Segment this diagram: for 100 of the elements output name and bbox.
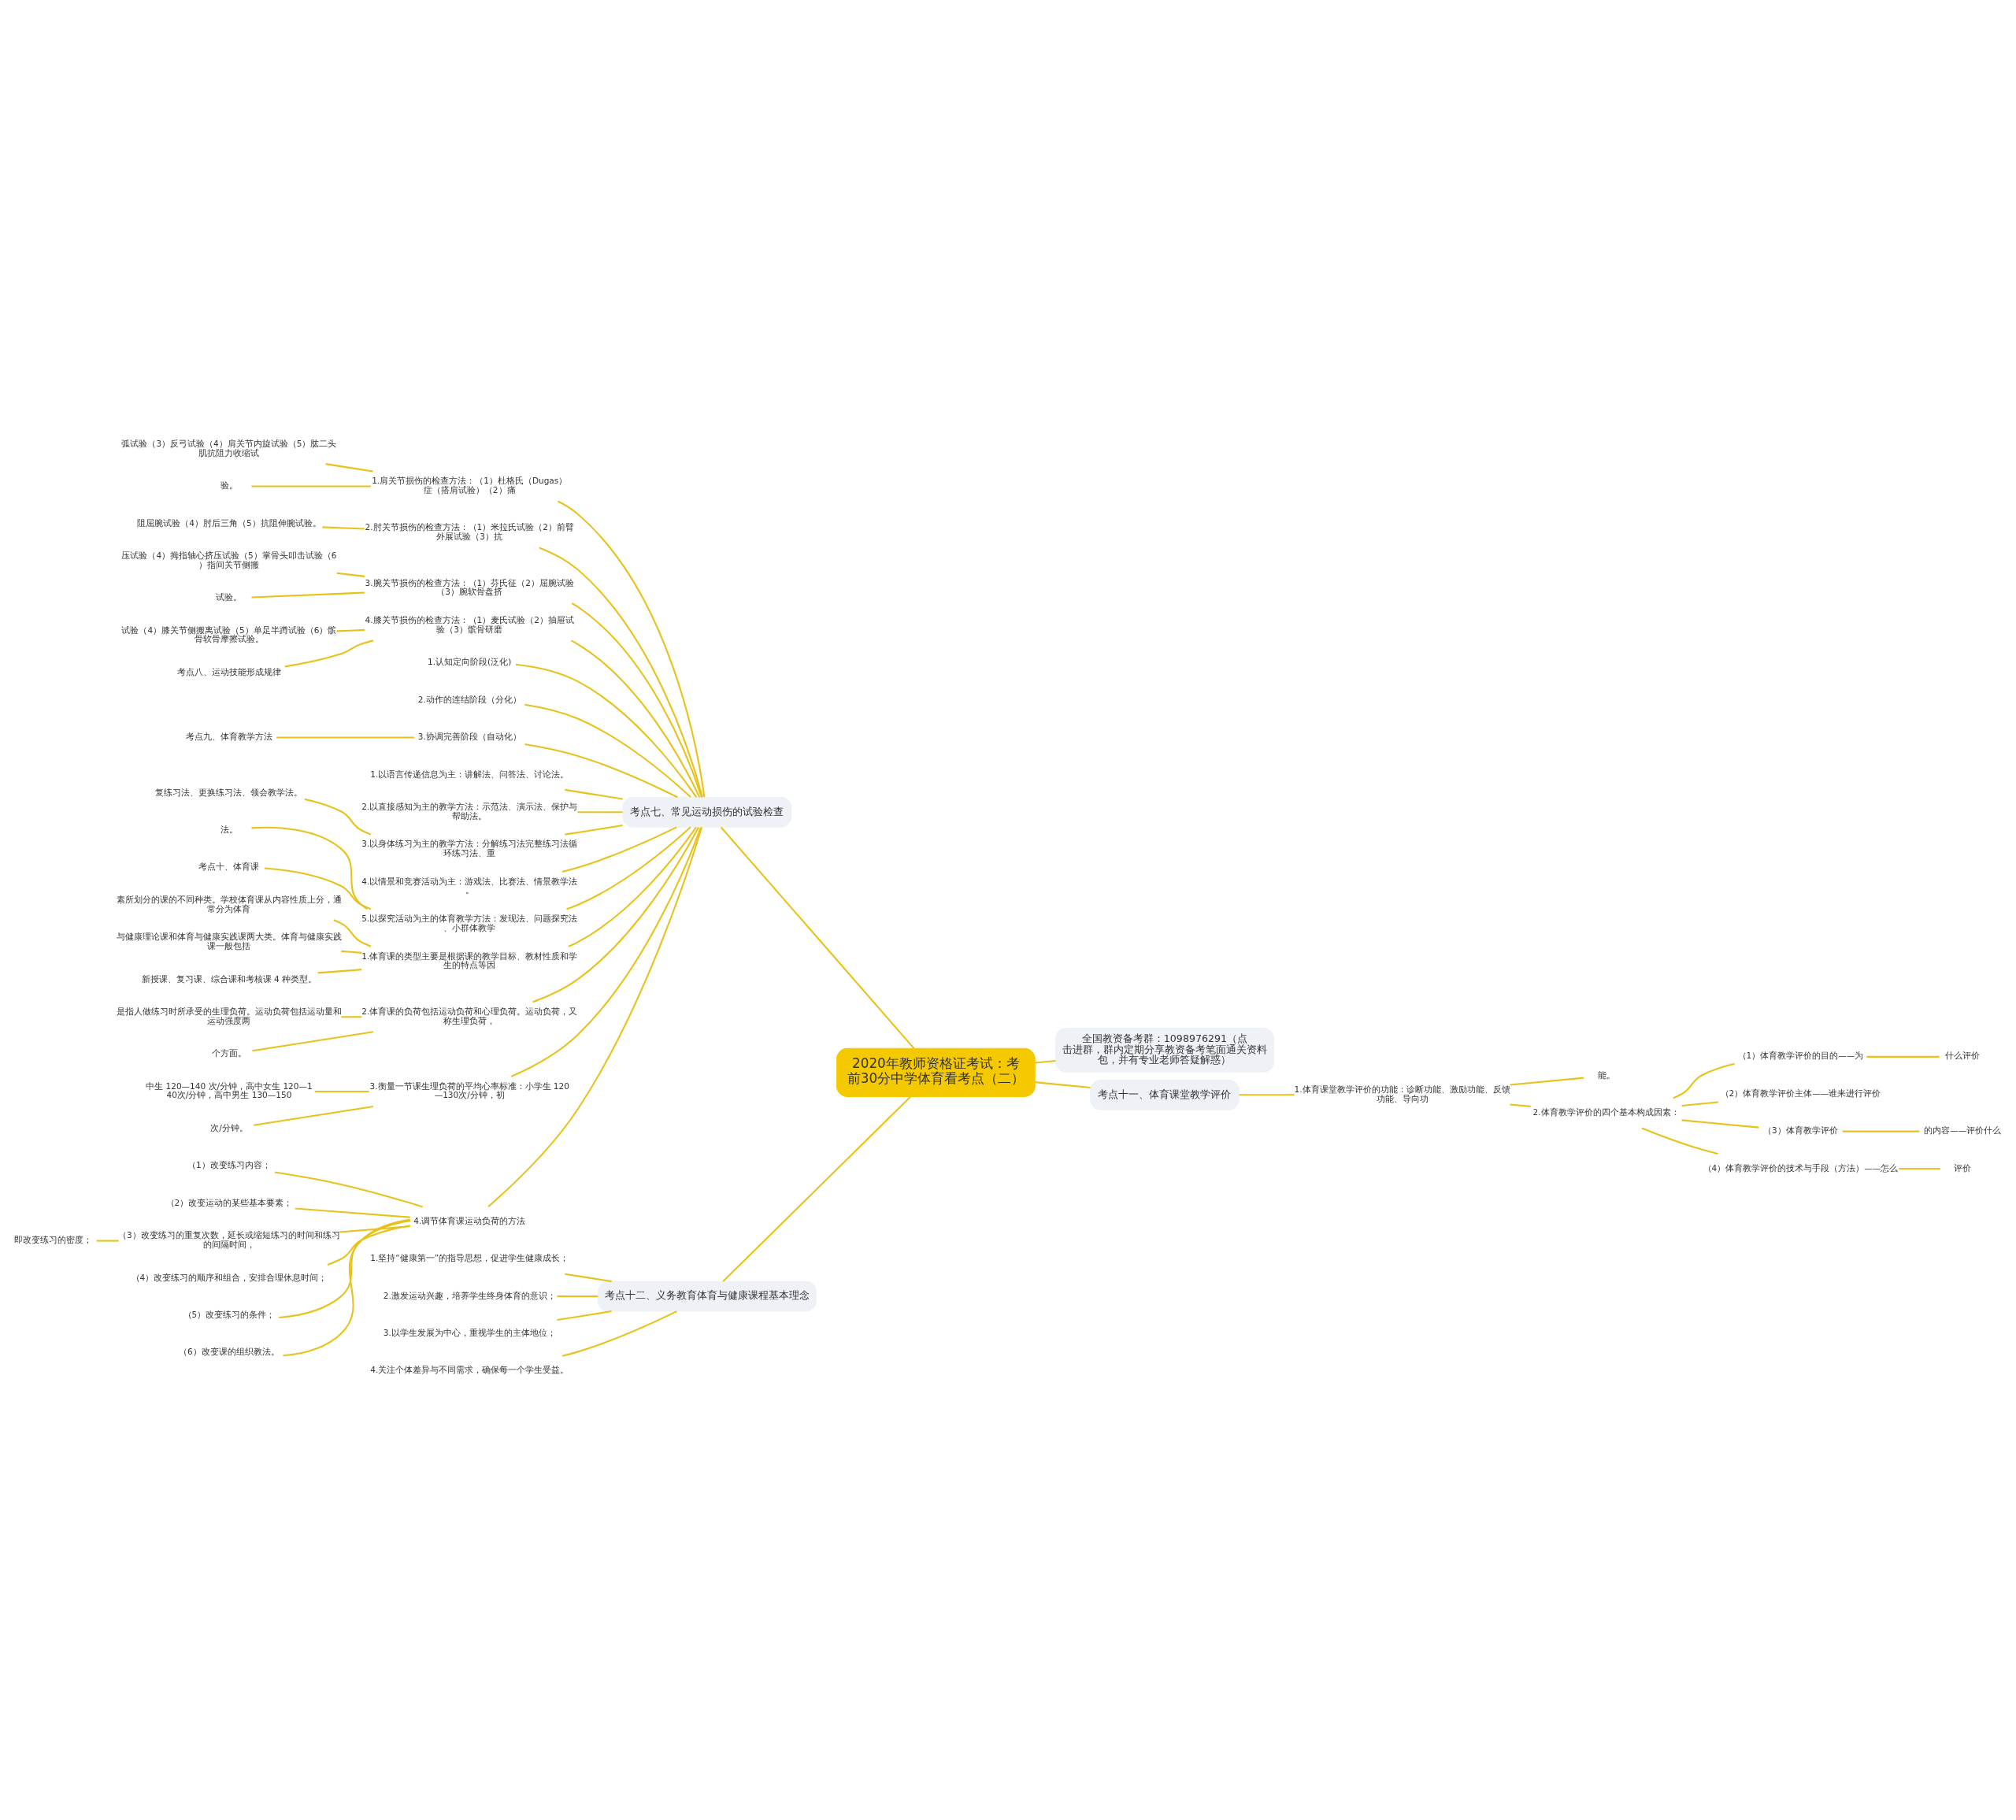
node-box: 全国教资备考群：1098976291（点击进群，群内定期分享教资备考笔面通关资料包，并有专业老师答疑解惑）	[1055, 1028, 1274, 1073]
node-text: 1.体育课堂教学评价的功能：诊断功能、激励功能、反馈功能、导向功	[1294, 1084, 1510, 1103]
connector	[561, 826, 677, 873]
node-text: 3.腕关节损伤的检查方法：（1）芬氏征（2）屈腕试验（3）腕软骨盘挤	[365, 577, 574, 597]
connector	[283, 1218, 410, 1357]
connector	[276, 736, 415, 739]
connector	[571, 639, 701, 798]
node-text: 3.衡量一节课生理负荷的平均心率标准：小学生 120—130次/分钟，初	[369, 1081, 569, 1100]
node-text: 试验（4）膝关节侧搬离试验（5）单足半蹲试验（6）髌骨软骨摩擦试验。	[121, 625, 337, 644]
node-box: 考点十二、义务教育体育与健康课程基本理念	[597, 1281, 817, 1312]
node-text: 2.以直接感知为主的教学方法：示范法、演示法、保护与帮助法。	[361, 802, 578, 821]
connector	[322, 526, 365, 530]
node-text: 法。	[220, 825, 238, 835]
node-text: 1.体育课的类型主要是根据课的教学目标、教材性质和学生的特点等因	[361, 951, 578, 970]
node-text: 素所划分的课的不同种类。学校体育课从内容性质上分，通常分为体育	[116, 895, 342, 914]
node-text: 2.动作的连结阶段（分化）	[417, 694, 521, 704]
connector	[1866, 1055, 1940, 1058]
node-text: 4.调节体育课运动负荷的方法	[413, 1215, 526, 1225]
connector	[336, 572, 365, 577]
connector	[314, 1091, 369, 1093]
node-text: 新授课、复习课、综合课和考核课 4 种类型。	[141, 973, 317, 984]
connector	[524, 703, 691, 798]
connector	[264, 867, 372, 910]
connector	[1842, 1130, 1920, 1132]
node-text: 评价	[1954, 1162, 1972, 1173]
node-box: 考点七、常见运动损伤的试验检查	[622, 796, 792, 828]
node-text: 个方面。	[211, 1048, 246, 1058]
connector	[571, 602, 702, 798]
connector	[251, 826, 368, 910]
node-text: 4.以情景和竞赛活动为主：游戏法、比赛法、情景教学法。	[361, 876, 578, 895]
connector	[1899, 1167, 1940, 1169]
node-text: 阻屈腕试验（4）肘后三角（5）抗阻伸腕试验。	[137, 517, 321, 528]
node-text: 1.以语言传递信息为主：讲解法、问答法、讨论法。	[370, 769, 569, 779]
node-text: 弧试验（3）反弓试验（4）肩关节内旋试验（5）肱二头肌抗阻力收缩试	[121, 439, 337, 458]
connector	[295, 1207, 410, 1218]
node-text: 2.体育课的负荷包括运动负荷和心理负荷。运动负荷，又称生理负荷，	[361, 1006, 578, 1025]
connector	[524, 743, 678, 799]
connector	[1510, 1077, 1584, 1086]
connector	[722, 1095, 911, 1282]
connector	[565, 788, 623, 800]
connector	[274, 1171, 423, 1208]
node-text: 什么评价	[1945, 1051, 1981, 1061]
node-text: （1）体育教学评价的目的——为	[1737, 1051, 1864, 1061]
node-text: 的内容——评价什么	[1924, 1125, 2002, 1136]
connector	[1239, 1094, 1295, 1096]
connector	[336, 628, 365, 632]
connector	[325, 463, 373, 473]
node-box: 2020年教师资格证考试：考前30分中学体育看考点（二）	[836, 1047, 1036, 1097]
connector	[565, 1273, 612, 1283]
connector	[557, 1310, 612, 1321]
connector	[317, 969, 362, 974]
node-text: （2）体育教学评价主体——谁来进行评价	[1720, 1088, 1881, 1098]
node-text: 考点十、体育课	[198, 862, 260, 872]
connector	[251, 485, 371, 487]
connector	[1035, 1081, 1091, 1089]
connector	[561, 1310, 677, 1357]
node-text: 2.肘关节损伤的检查方法：（1）米拉氏试验（2）前臂外展试验（3）抗	[365, 522, 574, 541]
node-text: 1.坚持“健康第一”的指导思想，促进学生健康成长；	[370, 1253, 569, 1263]
connector	[510, 827, 702, 1077]
node-text: （4）体育教学评价的技术与手段（方法）——怎么	[1703, 1162, 1899, 1173]
node-text: （5）改变练习的条件；	[183, 1309, 276, 1319]
connector	[284, 639, 373, 668]
node-text: 与健康理论课和体育与健康实践课两大类。体育与健康实践课一般包括	[116, 932, 342, 951]
node-text: 考点八、运动技能形成规律	[176, 667, 281, 677]
node-text: 验。	[220, 480, 238, 491]
node-text: 1.肩关节损伤的检查方法：（1）杜格氏（Dugas）症（搭肩试验）（2）痛	[372, 476, 568, 495]
node-box: 考点十一、体育课堂教学评价	[1090, 1079, 1240, 1110]
connector	[557, 500, 706, 798]
connector	[1681, 1119, 1759, 1129]
node-text: 中生 120—140 次/分钟，高中女生 120—140次/分钟，高中男生 130—150	[146, 1081, 313, 1100]
connector	[333, 919, 372, 947]
connector	[251, 591, 365, 599]
connector	[557, 1295, 598, 1298]
node-text: （6）改变课的组织教法。	[179, 1347, 280, 1357]
node-text: （1）改变练习内容；	[187, 1160, 271, 1170]
connector	[487, 827, 703, 1207]
connector	[1673, 1062, 1735, 1099]
node-text: 5.以探究活动为主的体育教学方法：发现法、问题探究法、小群体教学	[361, 914, 578, 932]
node-text: 2.体育教学评价的四个基本构成因素：	[1532, 1107, 1680, 1118]
connector	[577, 811, 623, 814]
connector	[304, 798, 372, 836]
connector	[341, 1016, 362, 1018]
connector	[1510, 1103, 1531, 1107]
connector	[515, 663, 698, 798]
node-text: 3.以学生发展为中心，重视学生的主体地位；	[383, 1328, 556, 1338]
node-text: 压试验（4）拇指轴心挤压试验（5）掌骨头叩击试验（6）指间关节侧搬	[121, 550, 337, 569]
connector	[254, 1105, 374, 1126]
connector	[96, 1240, 119, 1242]
node-text: 复练习法、更换练习法、领会教学法。	[155, 787, 303, 797]
node-text: 是指人做练习时所承受的生理负荷。运动负荷包括运动量和运动强度两	[116, 1006, 342, 1025]
node-text: 试验。	[216, 592, 243, 602]
connector	[327, 1225, 411, 1266]
node-text: 即改变练习的密度；	[14, 1235, 93, 1245]
connector	[565, 825, 623, 836]
node-text: （3）体育教学评价	[1763, 1125, 1838, 1136]
node-text: （2）改变运动的某些基本要素；	[165, 1197, 293, 1207]
connector	[339, 1225, 410, 1233]
node-text: （4）改变练习的顺序和组合，安排合理休息时间；	[131, 1272, 328, 1282]
connector	[568, 826, 697, 947]
node-text: 4.关注个体差异与不同需求，确保每一个学生受益。	[370, 1365, 569, 1375]
